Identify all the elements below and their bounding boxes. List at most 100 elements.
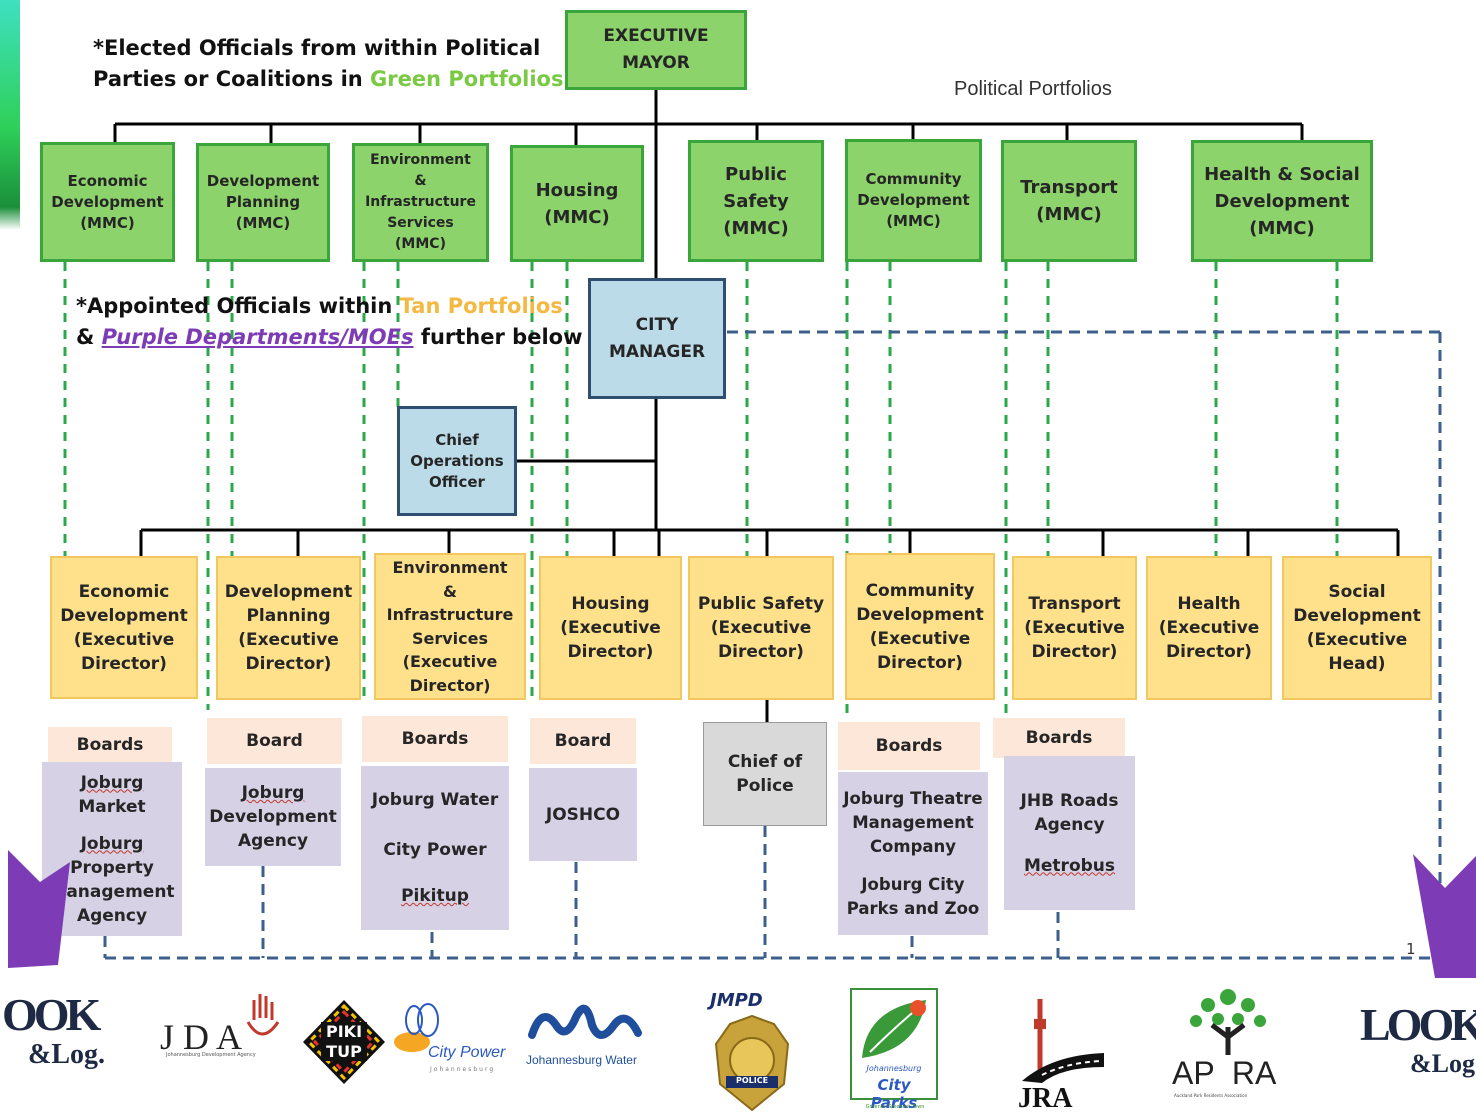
apra-text: AP RA [1172, 1055, 1277, 1091]
boards-label-transport: Boards [993, 718, 1125, 758]
director-line: Director) [718, 642, 804, 662]
elected-officials-note: *Elected Officials from within Political… [93, 33, 571, 95]
mmc-line: Development [51, 192, 164, 211]
elected-note-line1: *Elected Officials from within Political [93, 36, 541, 60]
coo-line: Operations [410, 451, 504, 470]
boards-entities-environment: Joburg Water City Power Pikitup [361, 766, 509, 930]
board-entities-development-planning: Joburg Development Agency [205, 768, 341, 866]
board-entities-housing: JOSHCO [529, 768, 637, 861]
executive-mayor-line2: MAYOR [622, 53, 690, 73]
mmc-line: & [414, 173, 427, 189]
green-portfolios-text: Green Portfolios [370, 67, 564, 91]
city-manager-box: CITY MANAGER [588, 278, 726, 399]
mmc-line: (MMC) [395, 236, 446, 252]
political-portfolios-label: Political Portfolios [954, 78, 1112, 100]
jra-logo: JRA [1012, 995, 1112, 1115]
mmc-line: Safety [723, 190, 789, 212]
jra-text: JRA [1018, 1083, 1073, 1114]
director-line: Development [60, 605, 188, 626]
director-line: (Executive [560, 618, 661, 638]
appointed-note-a: *Appointed Officials within [76, 294, 400, 318]
entity-line: Joburg Water [371, 790, 499, 810]
mmc-line: (MMC) [723, 217, 789, 239]
executive-mayor-box: EXECUTIVE MAYOR [565, 10, 747, 90]
mmc-line: Public [725, 163, 787, 185]
entity-line: Management [852, 812, 974, 832]
director-line: (Executive [402, 652, 498, 671]
mmc-line: Community [865, 170, 962, 188]
entity-line: Joburg [80, 833, 144, 854]
director-line: Development [1293, 606, 1421, 626]
director-line: Director) [1031, 642, 1118, 662]
appointed-officials-note: *Appointed Officials within Tan Portfoli… [76, 291, 582, 353]
director-line: Director) [81, 653, 167, 674]
entity-line: Company [869, 836, 957, 856]
director-line: Services [411, 628, 489, 648]
city-parks-logo: Johannesburg City Parks Greener Greenest… [848, 988, 942, 1116]
city-power-subtitle: Johannesburg [430, 1066, 496, 1073]
director-line: Director) [877, 652, 963, 673]
mmc-housing: Housing(MMC) [510, 145, 644, 262]
director-line: Social [1328, 582, 1386, 602]
entity-line: JHB Roads [1020, 790, 1119, 811]
director-line: Development [224, 582, 353, 602]
boards-label-community: Boards [838, 722, 980, 770]
pikitup-text-2: TUP [321, 1042, 367, 1061]
mmc-line: Planning [225, 193, 301, 211]
city-manager-line1: CITY [635, 314, 679, 335]
apra-tree-icon [1190, 989, 1266, 1055]
jra-tower-road-icon [1022, 999, 1104, 1083]
director-line: Director) [409, 675, 491, 695]
left-edge-accent [0, 0, 20, 230]
entity-line: JOSHCO [545, 804, 621, 825]
entity-line: Pikitup [401, 886, 469, 906]
entity-line: Management [49, 881, 175, 902]
entity-line: Development [209, 807, 337, 827]
right-purple-arrow-icon [1413, 854, 1476, 978]
entity-line: Agency [76, 905, 148, 926]
chief-of-police-line: Chief of [727, 752, 803, 772]
city-parks-tagline: Greener Greenest Town [865, 1104, 925, 1110]
director-line: Infrastructure [386, 605, 514, 624]
pikitup-text-1: PIKI [321, 1022, 367, 1041]
jda-subtitle: Johannesburg Development Agency [166, 1052, 256, 1058]
entity-line: Property [70, 857, 154, 878]
mmc-line: Development [206, 172, 320, 190]
purple-departments-text: Purple Departments/MOEs [101, 325, 414, 349]
director-line: (Executive [1306, 630, 1408, 650]
joburg-water-wave-icon [528, 1004, 642, 1039]
police-badge-icon [714, 1014, 790, 1112]
jmpd-text: JMPD [710, 990, 763, 1011]
board-label-housing: Board [530, 718, 636, 764]
coo-line: Officer [429, 472, 485, 491]
executive-mayor-line1: EXECUTIVE [603, 26, 709, 46]
entity-line: Parks and Zoo [846, 898, 980, 918]
boards-entities-transport: JHB Roads Agency Metrobus [1004, 756, 1135, 910]
pikitup-logo: PIKI TUP [303, 1000, 385, 1084]
mmc-line: Services [387, 215, 454, 231]
city-parks-leaf-icon [862, 1000, 926, 1058]
look-log-right-sub: &Log [1410, 1049, 1475, 1078]
entity-line: Metrobus [1023, 855, 1116, 876]
director-line: Transport [1028, 594, 1121, 614]
city-parks-top-text: Johannesburg [866, 1064, 922, 1073]
apra-subtitle: Auckland Park Residents Association [1174, 1093, 1248, 1098]
city-parks-frame [850, 988, 938, 1100]
city-power-logo: City Power Johannesburg [390, 1000, 520, 1080]
appointed-note-c: further below [413, 325, 583, 349]
look-log-left-sub: &Log. [28, 1039, 105, 1070]
appointed-note-b: & [76, 325, 102, 349]
boards-label-economic: Boards [48, 727, 172, 763]
jda-logo: J D A Johannesburg Development Agency [160, 990, 285, 1065]
mmc-line: Transport [1020, 177, 1118, 198]
